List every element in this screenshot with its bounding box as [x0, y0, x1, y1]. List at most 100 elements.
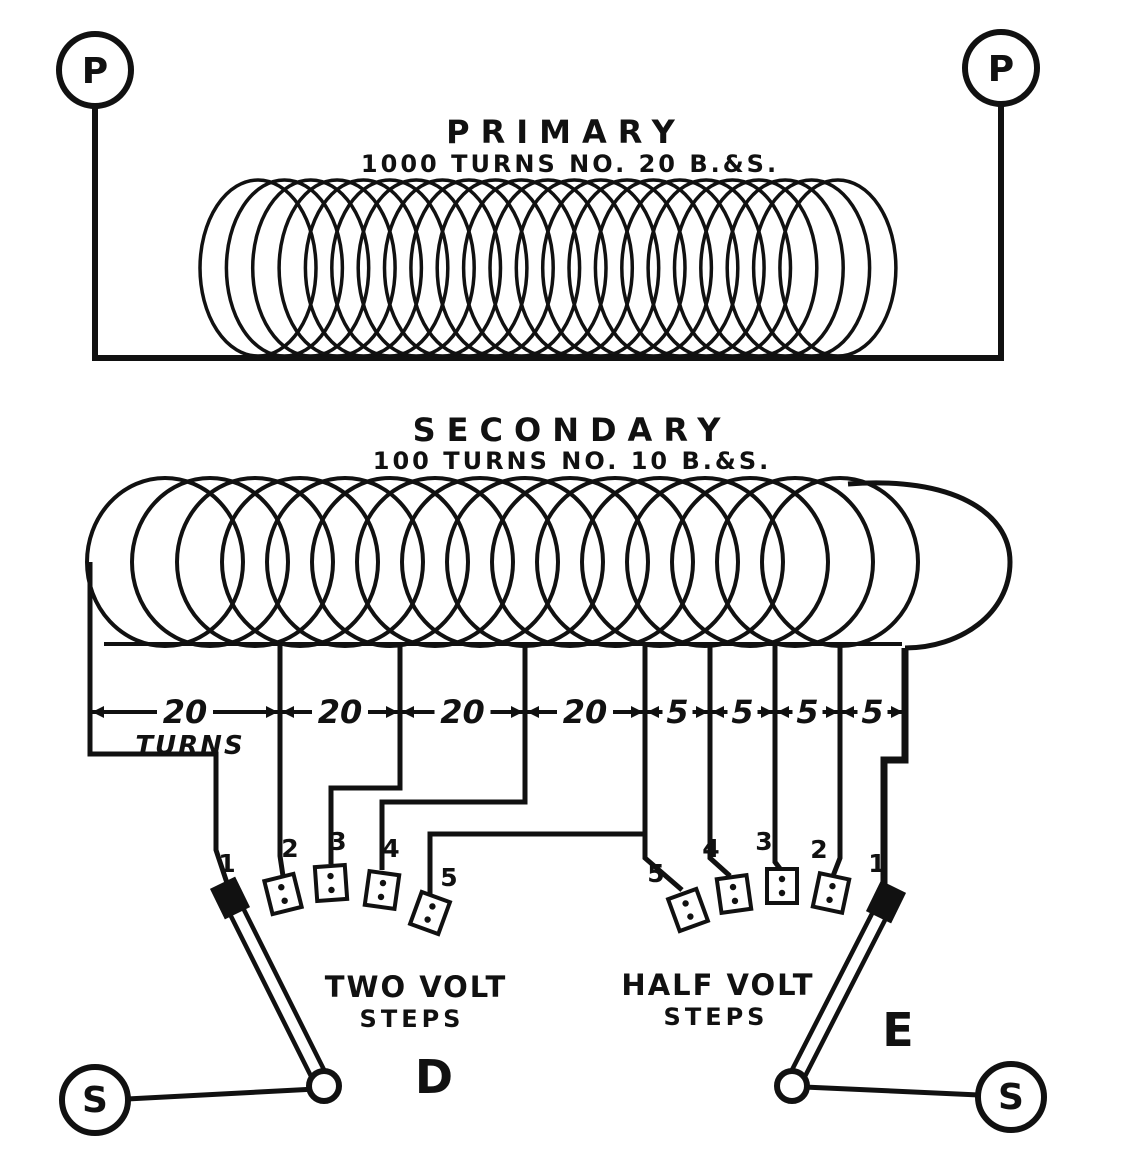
lever-pivot	[306, 1068, 342, 1104]
contact-number: 3	[329, 827, 346, 856]
turns-unit-label: TURNS	[135, 731, 244, 761]
turns-count-label: 20	[563, 693, 608, 731]
primary-coil-loop	[646, 178, 766, 358]
switch-d-label: D	[415, 1050, 453, 1104]
lever-tip	[209, 876, 251, 920]
primary-coil-loop	[224, 178, 345, 358]
primary-circuit-wire	[92, 104, 1004, 361]
dimension-arrowhead	[777, 706, 789, 718]
dimension-arrowhead	[842, 706, 854, 718]
switch-contact	[714, 872, 754, 916]
contact-number: 2	[810, 835, 827, 864]
turns-count-label: 20	[440, 693, 485, 731]
primary-coil-loop	[540, 178, 661, 358]
two-volt-steps-sublabel: STEPS	[360, 1005, 465, 1033]
tap-wire	[830, 646, 843, 877]
switch-contact	[765, 867, 799, 905]
contact-number: 2	[281, 834, 298, 863]
turns-count-label: 5	[731, 693, 753, 731]
turns-count-label: 20	[318, 693, 363, 731]
switch-contact	[665, 886, 711, 934]
dimension-arrowhead	[527, 706, 539, 718]
primary-coil-loop	[277, 178, 397, 358]
terminal-circle	[56, 31, 134, 109]
secondary-terminal-left: S	[59, 1064, 131, 1136]
primary-coil-loop	[435, 178, 555, 358]
terminal-circle	[962, 29, 1040, 107]
contact-number: 3	[755, 827, 772, 856]
contact-number: 1	[218, 849, 235, 878]
dimension-arrowhead	[712, 706, 724, 718]
turns-count-label: 5	[861, 693, 883, 731]
secondary-spec: 100 TURNS NO. 10 B.&S.	[373, 447, 771, 475]
right-switch-lever	[774, 880, 907, 1104]
lever-rod-inner	[229, 901, 325, 1083]
dimension-arrowhead	[266, 706, 278, 718]
dimension-arrowhead	[891, 706, 903, 718]
tap-wire	[707, 646, 732, 878]
primary-coil-loop	[356, 178, 476, 358]
contact-number: 5	[647, 859, 664, 888]
half-volt-steps-sublabel: STEPS	[664, 1003, 769, 1031]
primary-coil-loop	[725, 178, 845, 358]
secondary-title: SECONDARY	[413, 411, 732, 449]
dimension-arrowhead	[511, 706, 523, 718]
switch-e-label: E	[882, 1003, 913, 1057]
dimension-arrowhead	[631, 706, 643, 718]
half-volt-steps-label: HALF VOLT	[621, 968, 814, 1002]
contact-number: 4	[702, 834, 719, 863]
dimension-arrowhead	[282, 706, 294, 718]
primary-coil-loop	[699, 178, 819, 358]
dimension-arrowhead	[647, 706, 659, 718]
turns-count-label: 5	[796, 693, 818, 731]
primary-coil-loop	[751, 178, 872, 358]
turns-count-label: 5	[666, 693, 688, 731]
terminal-letter: S	[82, 1080, 108, 1121]
turns-count-label: 20	[163, 693, 208, 731]
primary-coil-loop	[303, 178, 424, 358]
terminal-circle	[975, 1061, 1047, 1133]
contact-number: 5	[440, 863, 457, 892]
secondary-terminal-wire-right	[803, 1084, 980, 1098]
primary-terminal-right: P	[962, 29, 1040, 107]
dimension-arrowhead	[92, 706, 104, 718]
left-switch-lever	[209, 876, 342, 1104]
primary-winding	[198, 178, 898, 358]
switch-contacts: 1 2 3 4 5 5 4 3 2 1	[218, 827, 886, 937]
secondary-end-loop	[847, 480, 1013, 651]
secondary-start-wire	[87, 562, 231, 887]
contact-number: 1	[868, 849, 885, 878]
secondary-terminal-right: S	[975, 1061, 1047, 1133]
tap-wire	[277, 646, 286, 877]
primary-coil-loop	[250, 178, 371, 358]
primary-coil-loop	[488, 178, 608, 358]
dimension-arrowhead	[386, 706, 398, 718]
primary-coil-loop	[567, 178, 687, 358]
tap-wire	[379, 646, 528, 870]
primary-coil-loop	[593, 178, 714, 358]
primary-coil-loop	[620, 178, 740, 358]
dimension-arrowhead	[696, 706, 708, 718]
primary-coil-loop	[198, 178, 318, 358]
lever-tip	[865, 880, 907, 924]
tap-wire	[328, 646, 403, 864]
switch-contact	[810, 870, 852, 916]
lever-rod-inner	[791, 905, 887, 1083]
secondary-terminal-wire-left	[126, 1086, 317, 1102]
primary-coil-loop	[778, 178, 898, 358]
switch-contact	[362, 868, 402, 912]
contact-number: 4	[382, 834, 399, 863]
terminal-letter: P	[988, 49, 1014, 90]
center-tap-wire	[427, 646, 648, 894]
switch-contact	[261, 871, 305, 917]
dimension-arrowhead	[402, 706, 414, 718]
secondary-end-wire	[880, 648, 909, 888]
primary-coil-loop	[409, 178, 529, 358]
primary-coil-loop	[514, 178, 635, 358]
terminal-circle	[59, 1064, 131, 1136]
primary-coil-loop	[382, 178, 503, 358]
secondary-winding	[85, 476, 920, 648]
